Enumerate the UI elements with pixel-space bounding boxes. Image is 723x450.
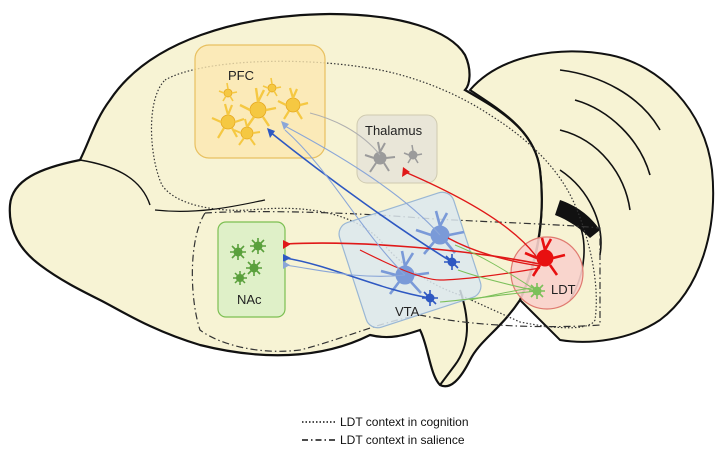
pfc-region-box — [194, 44, 326, 159]
nac-to-ldt-green — [469, 287, 533, 301]
nac-neuron-2 — [250, 238, 266, 254]
salience-context-boundary — [191, 211, 601, 352]
lower-ventral-line — [79, 159, 151, 206]
pfc-neurons — [211, 77, 309, 146]
terminal-nac-blue — [283, 254, 291, 262]
pfc-neuron-3 — [277, 87, 309, 120]
vta-to-pfc-lightblue-2 — [284, 129, 406, 276]
legend-salience-label: LDT context in salience — [340, 433, 465, 447]
pfc-neuron-2 — [239, 87, 277, 128]
terminal-pfc-lightblue — [281, 121, 289, 130]
thalamus-region-box — [356, 114, 438, 184]
thalamus-label: Thalamus — [365, 123, 423, 138]
ldt-to-vta-red-1 — [447, 237, 541, 267]
ldt-to-thalamus-projection — [404, 171, 541, 263]
nac-neuron-3 — [246, 260, 262, 276]
nac-neuron-4 — [233, 271, 247, 285]
ldt-to-vta-green-1 — [457, 269, 538, 292]
pfc-neuron-1 — [211, 103, 245, 139]
vta-to-nac-lightblue — [284, 264, 406, 277]
ldt-to-vta-red-2 — [359, 249, 541, 281]
vta-to-pfc-blue — [269, 131, 453, 263]
thalamus-neuron-1 — [364, 141, 396, 173]
nac-neuron-1 — [230, 244, 246, 260]
thalamus-to-pfc-gray — [309, 112, 381, 156]
pfc-label: PFC — [228, 68, 254, 83]
vta-to-nac-blue — [284, 257, 431, 299]
projections — [269, 112, 541, 303]
projection-terminals — [267, 121, 410, 269]
cognition-context-boundary — [150, 60, 597, 329]
ldt-to-nac-projection — [284, 242, 541, 265]
legend-cognition-label: LDT context in cognition — [340, 415, 469, 429]
cerebellum-folds — [559, 69, 661, 301]
ldt-label: LDT — [551, 282, 576, 297]
pfc-neuron-4 — [233, 118, 261, 146]
thalamus-neuron-2 — [403, 144, 423, 164]
terminal-pfc-blue — [267, 128, 275, 138]
legend: LDT context in cognition LDT context in … — [302, 415, 469, 447]
vta-label: VTA — [395, 304, 420, 319]
ldt-neuron — [524, 237, 566, 277]
ldt-to-vta-green-3 — [454, 244, 538, 292]
vta-to-pfc-lightblue-1 — [282, 124, 441, 236]
nac-neurons — [230, 238, 266, 285]
pfc-neuron-6 — [218, 82, 238, 102]
cerebellum-dark-notch — [555, 200, 600, 238]
pfc-neuron-5 — [262, 77, 282, 97]
terminal-thalamus-red — [402, 167, 410, 177]
vta-neurons — [380, 210, 465, 295]
terminal-nac-lightblue — [283, 261, 290, 269]
terminal-nac-red — [283, 240, 291, 249]
thalamus-neurons — [364, 141, 423, 173]
inner-groove — [154, 199, 266, 212]
nac-label: NAc — [237, 292, 262, 307]
